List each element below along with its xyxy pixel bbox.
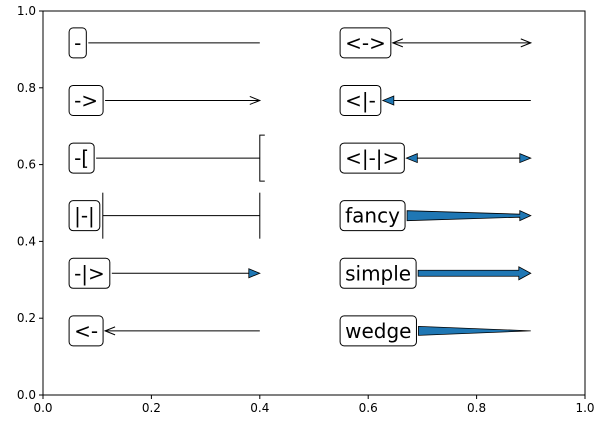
annotation-label-box	[339, 27, 392, 59]
y-tick-label: 0.4	[17, 234, 36, 248]
y-tick-label: 1.0	[17, 4, 36, 18]
x-tick-label: 1.0	[575, 401, 594, 415]
annotation-2: ->	[68, 84, 262, 116]
annotation-label: <|-	[345, 88, 376, 112]
arrow-head	[103, 326, 116, 336]
annotation-1: -	[68, 27, 260, 59]
annotation-7: <->	[339, 27, 533, 59]
x-axis: 0.0 0.2 0.4 0.6 0.8 1.0	[33, 395, 595, 415]
annotation-label: wedge	[345, 319, 411, 343]
annotation-label: <-	[74, 319, 98, 343]
arrow-head	[248, 268, 261, 279]
annotation-label: -	[74, 31, 81, 55]
y-axis: 0.0 0.2 0.4 0.6 0.8 1.0	[17, 4, 43, 402]
arrow-head-start	[391, 38, 404, 48]
annotation-label: -[	[74, 146, 89, 170]
annotation-11: simple	[339, 257, 532, 289]
annotation-label: |-|	[74, 204, 95, 228]
y-tick-label: 0.6	[17, 158, 36, 172]
annotation-label-box	[339, 200, 406, 232]
axes-frame	[42, 10, 586, 396]
annotation-3: -[	[68, 134, 265, 182]
x-tick-label: 0.2	[142, 401, 161, 415]
annotation-4: |-|	[68, 192, 261, 239]
simple-arrow	[417, 266, 532, 281]
annotation-8: <|-	[339, 84, 531, 116]
annotation-label-box	[68, 84, 104, 116]
arrow-head	[381, 95, 395, 106]
annotation-label-box	[68, 27, 87, 59]
x-tick-label: 0.6	[359, 401, 378, 415]
annotation-label-box	[68, 200, 101, 232]
x-tick-label: 0.8	[467, 401, 486, 415]
annotation-9: <|-|>	[339, 142, 532, 174]
annotation-6: <-	[68, 315, 260, 347]
y-tick-label: 0.8	[17, 81, 36, 95]
annotation-label-box	[339, 84, 382, 116]
arrow-head-start	[405, 152, 418, 164]
annotation-label-box	[339, 257, 417, 289]
fancy-arrow	[406, 210, 532, 222]
arrow-head	[249, 96, 262, 105]
wedge-arrow	[418, 325, 531, 336]
annotation-label-box	[68, 142, 95, 174]
y-tick-label: 0.2	[17, 311, 36, 325]
annotation-label: <|-|>	[345, 146, 399, 170]
annotation-label: ->	[74, 88, 98, 112]
arrow-head-end	[519, 152, 532, 164]
annotation-label-box	[339, 315, 417, 347]
x-tick-label: 0.4	[250, 401, 269, 415]
x-tick-label: 0.0	[33, 401, 52, 415]
annotations: - -> -[ |-| -|> <- <-> <|- <|-|> fancy simple wedge	[68, 27, 533, 347]
annotation-5: -|>	[68, 257, 261, 289]
annotation-label-box	[68, 315, 104, 347]
annotation-label: -|>	[74, 261, 105, 285]
annotation-label-box	[68, 257, 111, 289]
y-tick-label: 0.0	[17, 388, 36, 402]
annotation-10: fancy	[339, 200, 532, 232]
annotation-label: fancy	[345, 204, 400, 228]
annotation-label: simple	[345, 261, 411, 285]
bracket-end	[259, 134, 265, 182]
annotation-label-box	[339, 142, 405, 174]
annotation-label: <->	[345, 31, 386, 55]
arrow-head-end	[520, 38, 533, 48]
annotation-12: wedge	[339, 315, 531, 347]
